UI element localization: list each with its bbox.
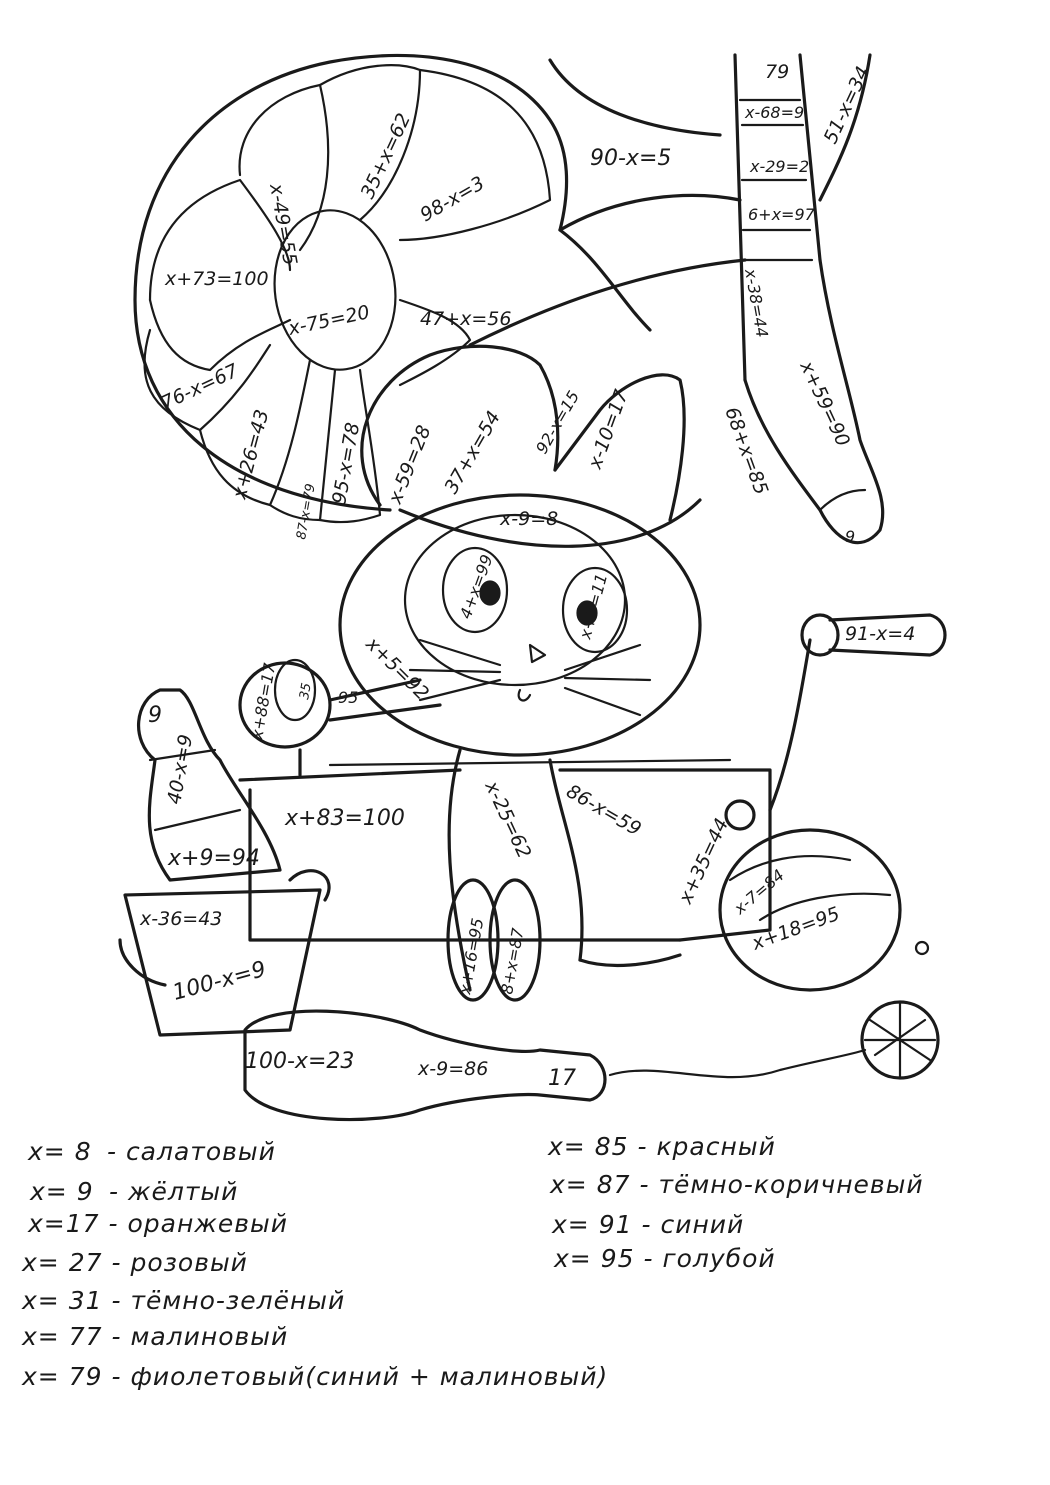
- legend-dash: -: [637, 1132, 648, 1161]
- legend-dash: -: [106, 1137, 117, 1166]
- legend-value: x= 9: [30, 1177, 94, 1206]
- legend-color: синий: [660, 1210, 745, 1239]
- legend-value: x= 91: [552, 1210, 633, 1239]
- legend-item: x= 87 - тёмно-коричневый: [550, 1170, 924, 1199]
- legend-value: x= 77: [22, 1322, 103, 1351]
- equation-label: x-59=28: [384, 422, 436, 508]
- equation-label: 86-x=59: [563, 780, 645, 840]
- equation-label: x+59=90: [795, 357, 854, 450]
- equation-label: x-29=2: [749, 157, 809, 176]
- legend-dash: -: [111, 1248, 122, 1277]
- bowling-pin: [137, 688, 282, 882]
- legend-value: x= 8: [28, 1137, 92, 1166]
- equation-label: 51-x=34: [820, 63, 875, 147]
- equation-label: x+35=44: [674, 815, 733, 908]
- gramophone-horn: [133, 53, 747, 548]
- legend-color: тёмно-коричневый: [658, 1170, 924, 1199]
- legend-dash: -: [639, 1170, 650, 1199]
- equation-label: x+5=92: [361, 632, 433, 704]
- legend-dash: -: [111, 1322, 122, 1351]
- legend-value: x= 95: [554, 1244, 635, 1273]
- legend-item: x= 9 - жёлтый: [30, 1177, 238, 1206]
- legend-item: x=17 - оранжевый: [28, 1209, 288, 1238]
- small-ball: [238, 658, 442, 749]
- equation-label: x+18=95: [748, 903, 842, 955]
- legend-dash: -: [108, 1177, 119, 1206]
- equation-labels: x-49=55 35+x=62 98-x=3 90-x=5 79 x-68=9 …: [139, 61, 915, 1091]
- legend-color: салатовый: [125, 1137, 276, 1166]
- legend-dash: -: [111, 1362, 122, 1391]
- equation-label: x+26=43: [228, 407, 273, 502]
- equation-label: x-9=8: [499, 508, 558, 530]
- legend-color: тёмно-зелёный: [130, 1286, 346, 1315]
- equation-label: 37+x=54: [440, 407, 505, 497]
- equation-label: x-75=20: [285, 301, 371, 340]
- equation-label: 6+x=97: [748, 205, 816, 224]
- lying-pin: [243, 1009, 607, 1122]
- legend-item: x= 8 - салатовый: [28, 1137, 276, 1166]
- equation-label: 35: [297, 682, 315, 701]
- equation-label: 100-x=23: [245, 1049, 354, 1074]
- legend-item: x= 31 - тёмно-зелёный: [22, 1286, 345, 1315]
- equation-label: x+88=17: [247, 661, 279, 742]
- legend-item: x= 27 - розовый: [22, 1248, 248, 1277]
- large-ball: [718, 828, 902, 992]
- equation-label: 40-x=9: [163, 733, 197, 806]
- equation-label: x-25=62: [480, 777, 535, 862]
- legend-item: x= 95 - голубой: [554, 1244, 776, 1273]
- equation-label: x-9=86: [417, 1058, 488, 1080]
- equation-label: x+83=100: [284, 806, 405, 831]
- equation-label: 8+x=87: [497, 926, 527, 996]
- equation-label: x-10=17: [584, 387, 633, 473]
- legend-dash: -: [641, 1210, 652, 1239]
- legend-item: x= 85 - красный: [548, 1132, 776, 1161]
- legend-item: x= 79 - фиолетовый(синий + малиновый): [22, 1362, 608, 1391]
- equation-label: 47+x=56: [420, 308, 511, 330]
- equation-label: x-68=9: [744, 103, 804, 122]
- equation-label: x-36=43: [139, 908, 222, 930]
- equation-label: 100-x=9: [170, 957, 269, 1006]
- gramophone-box: [238, 613, 947, 942]
- equation-label: x+9=94: [167, 846, 260, 871]
- legend-value: x= 87: [550, 1170, 631, 1199]
- legend-dash: -: [643, 1244, 654, 1273]
- equation-label: 17: [548, 1066, 576, 1091]
- legend-value: x= 79: [22, 1362, 103, 1391]
- legend-value: x= 27: [22, 1248, 103, 1277]
- hanging-sock: [548, 53, 885, 544]
- equation-label: 90-x=5: [590, 146, 671, 171]
- legend-color: оранжевый: [127, 1209, 288, 1238]
- legend-color: красный: [656, 1132, 776, 1161]
- legend-color: голубой: [662, 1244, 776, 1273]
- legend-item: x= 91 - синий: [552, 1210, 744, 1239]
- legend-color: жёлтый: [127, 1177, 239, 1206]
- legend-item: x= 77 - малиновый: [22, 1322, 288, 1351]
- legend-value: x= 31: [22, 1286, 103, 1315]
- equation-label: 98-x=3: [417, 172, 489, 226]
- equation-label: x+16=95: [455, 917, 487, 997]
- equation-label: x+73=100: [164, 268, 269, 290]
- legend-dash: -: [108, 1209, 119, 1238]
- legend-color: розовый: [130, 1248, 248, 1277]
- equation-label: 79: [765, 61, 789, 83]
- yarn-ball: [608, 940, 940, 1080]
- legend-color: малиновый: [130, 1322, 289, 1351]
- cat: [338, 344, 702, 1002]
- equation-label: 95: [338, 688, 358, 707]
- equation-label: 91-x=4: [845, 623, 915, 645]
- equation-label: x-38=44: [741, 266, 772, 339]
- bucket: [118, 869, 331, 1037]
- equation-label: 9: [845, 527, 855, 546]
- legend-color: фиолетовый(синий + малиновый): [130, 1362, 609, 1391]
- equation-label: 87-x=79: [294, 483, 319, 541]
- equation-label: 68+x=85: [720, 404, 772, 497]
- equation-label: 95-x=78: [328, 421, 364, 506]
- legend-value: x= 85: [548, 1132, 629, 1161]
- legend-value: x=17: [28, 1209, 100, 1238]
- legend-dash: -: [111, 1286, 122, 1315]
- equation-label: 9: [148, 703, 162, 728]
